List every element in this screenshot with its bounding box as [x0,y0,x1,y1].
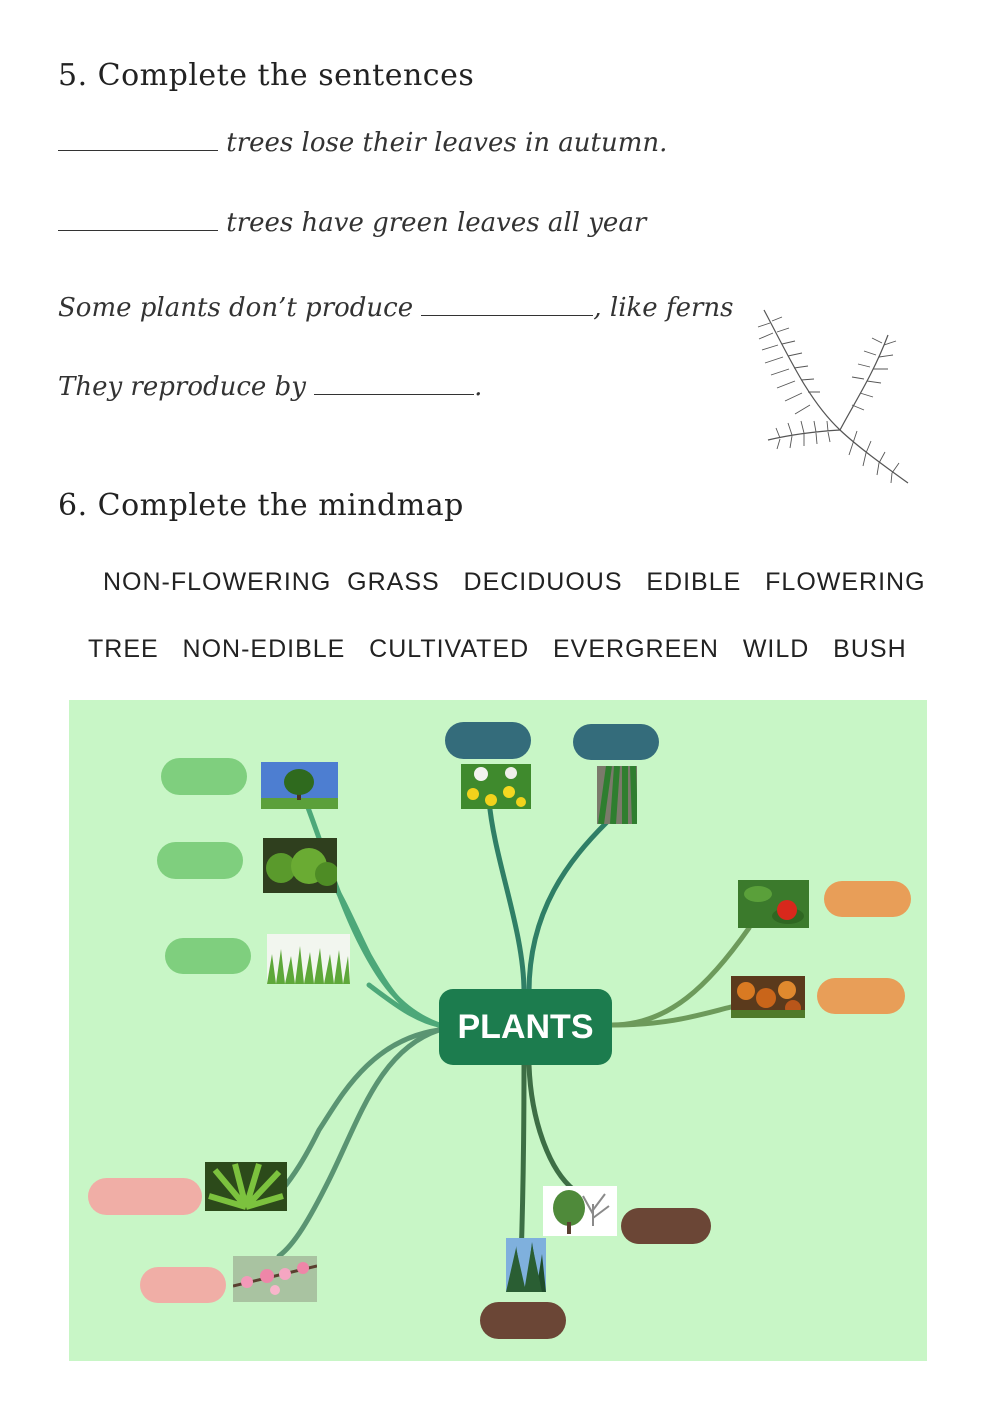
blossom-photo [233,1256,317,1302]
section-5-heading: 5. Complete the sentences [58,58,475,93]
fern-photo [205,1162,287,1211]
tree-photo [261,762,338,809]
fern-illustration [757,309,909,484]
deciduous-category-blank[interactable] [621,1208,711,1244]
edible-category-blank[interactable] [824,881,911,917]
sentence-1: trees lose their leaves in autumn. [58,128,667,158]
dandelion-photo [461,764,531,809]
sentence-4: They reproduce by . [58,372,482,402]
blank-1[interactable] [58,128,218,151]
blank-2[interactable] [58,208,218,231]
cultivated-category-blank[interactable] [573,724,659,760]
grass-category-blank[interactable] [165,938,251,974]
tomato-plant-photo [738,880,809,928]
deciduous-tree-photo [543,1186,617,1236]
bush-category-blank[interactable] [157,842,243,879]
sentence-3-text-a: Some plants don’t produce [58,293,422,323]
tree-category-blank[interactable] [161,758,247,795]
word-bank-row-1: NON-FLOWERING GRASS DECIDUOUS EDIBLE FLO… [103,568,926,596]
blank-3[interactable] [421,293,594,316]
mindmap-branches [276,797,752,1263]
bush-photo [263,838,337,893]
sentence-2: trees have green leaves all year [58,208,646,238]
wild-category-blank[interactable] [140,1267,226,1303]
evergreen-category-blank[interactable] [480,1302,566,1339]
flowering-category-blank[interactable] [445,722,531,759]
sentence-3: Some plants don’t produce , like ferns [58,293,733,323]
sentence-3-text-b: , like ferns [593,293,734,323]
sentence-1-text: trees lose their leaves in autumn. [218,128,668,158]
sentence-2-text: trees have green leaves all year [218,208,647,238]
non-flowering-category-blank[interactable] [88,1178,202,1215]
mindmap-area: PLANTS [69,700,927,1361]
sentence-4-text-a: They reproduce by [58,372,315,402]
sentence-4-text-b: . [474,372,483,402]
mindmap-center-node: PLANTS [439,989,612,1065]
grass-photo [267,934,350,984]
evergreen-tree-photo [506,1238,546,1292]
word-bank-row-2: TREE NON-EDIBLE CULTIVATED EVERGREEN WIL… [88,635,907,663]
blank-4[interactable] [314,372,475,395]
section-6-heading: 6. Complete the mindmap [58,488,464,523]
cultivated-crops-photo [597,766,637,824]
non-edible-plant-photo [731,976,805,1018]
non-edible-category-blank[interactable] [817,978,905,1014]
